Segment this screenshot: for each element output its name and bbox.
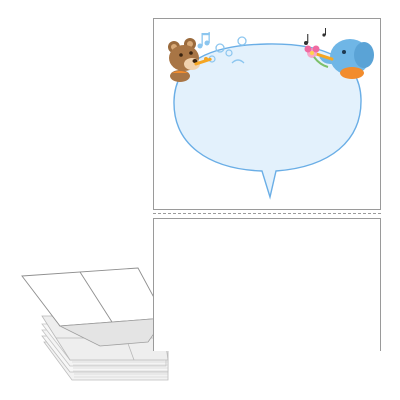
lifted-sheet bbox=[21, 267, 166, 347]
printed-label bbox=[153, 18, 381, 210]
flower-trumpet-icon bbox=[304, 45, 329, 68]
bear-character-icon bbox=[168, 38, 212, 82]
elephant-character-icon bbox=[314, 39, 374, 79]
music-note-icon bbox=[304, 28, 326, 45]
blank-label bbox=[153, 218, 381, 351]
label-artwork bbox=[168, 28, 374, 200]
speech-bubble bbox=[173, 43, 362, 200]
music-notes-icon bbox=[197, 32, 247, 64]
perforation-line bbox=[153, 213, 381, 214]
label-sheet bbox=[153, 18, 381, 352]
